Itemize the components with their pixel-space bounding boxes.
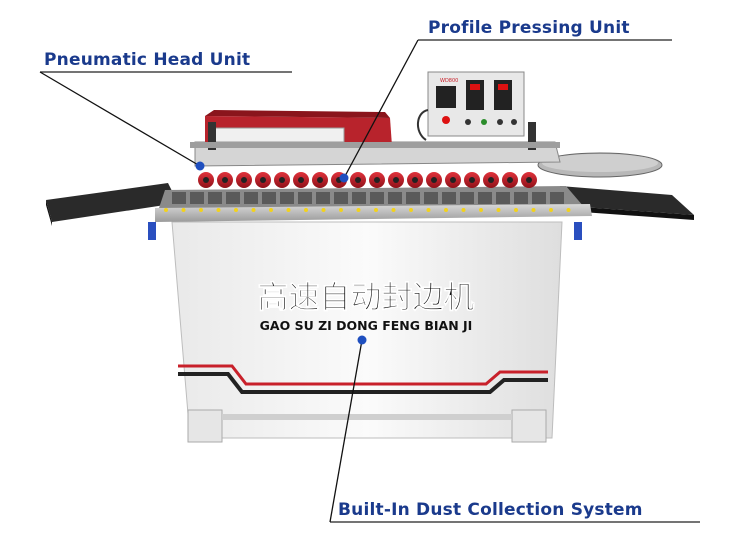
- rail-marker: [216, 208, 221, 212]
- rail-marker: [409, 208, 413, 212]
- pressing-roller: [407, 172, 423, 188]
- conveyor-plate: [244, 192, 258, 204]
- rail-marker: [269, 208, 273, 212]
- conveyor-plate: [496, 192, 510, 204]
- conveyor-plate: [208, 192, 222, 204]
- conveyor-plate: [424, 192, 438, 204]
- pressing-roller: [293, 172, 309, 188]
- conveyor-plate: [226, 192, 240, 204]
- rail-yellow-markers: [164, 208, 571, 212]
- pressing-roller: [445, 172, 461, 188]
- panel-knob-red: [442, 116, 450, 124]
- rail-marker: [356, 208, 361, 212]
- right-bracket: [574, 222, 582, 240]
- rail-marker: [444, 208, 448, 212]
- pressing-roller: [198, 172, 214, 188]
- pressing-roller: [483, 172, 499, 188]
- pressing-roller: [502, 172, 518, 188]
- conveyor-plate: [298, 192, 312, 204]
- conveyor-plate: [442, 192, 456, 204]
- pressing-roller: [255, 172, 271, 188]
- pressing-roller: [521, 172, 537, 188]
- left-bracket: [148, 222, 156, 240]
- rail-marker: [461, 208, 466, 212]
- pressing-roller: [369, 172, 385, 188]
- callout-dot-icon: [195, 161, 205, 171]
- panel-cable: [417, 109, 429, 141]
- conveyor-plate: [280, 192, 294, 204]
- rail-marker: [426, 208, 431, 212]
- left-side-table: [46, 183, 178, 222]
- conveyor-plate: [478, 192, 492, 204]
- rail-marker: [566, 208, 571, 212]
- pressing-roller: [312, 172, 328, 188]
- pressing-roller: [236, 172, 252, 188]
- conveyor-plates: [172, 192, 564, 204]
- rail-marker: [479, 208, 483, 212]
- conveyor-plate: [316, 192, 330, 204]
- dust-collection-label: Built-In Dust Collection System: [338, 500, 643, 520]
- dust-leader: [329, 339, 363, 523]
- pressing-roller: [350, 172, 366, 188]
- rail-marker: [496, 208, 501, 212]
- pressing-roller: [388, 172, 404, 188]
- right-post: [528, 122, 536, 150]
- conveyor-plate: [172, 192, 186, 204]
- left-post: [208, 122, 216, 150]
- pneumatic-leader: [39, 71, 201, 167]
- conveyor-plate: [334, 192, 348, 204]
- rail-marker: [234, 208, 238, 212]
- conveyor-plate: [532, 192, 546, 204]
- rail-marker: [391, 208, 396, 212]
- pressing-roller: [426, 172, 442, 188]
- rail-marker: [164, 208, 168, 212]
- body-stripe-black: [178, 372, 548, 394]
- conveyor-plate: [406, 192, 420, 204]
- conveyor-plate: [460, 192, 474, 204]
- machine-title-pinyin: GAO SU ZI DONG FENG BIAN JI: [260, 318, 473, 333]
- right-side-table: [560, 186, 694, 215]
- profile-leader: [343, 39, 419, 179]
- conveyor-plate: [550, 192, 564, 204]
- pressing-roller: [274, 172, 290, 188]
- conveyor-plate: [388, 192, 402, 204]
- conveyor-plate: [190, 192, 204, 204]
- conveyor-plate: [370, 192, 384, 204]
- rail-marker: [321, 208, 326, 212]
- rail-marker: [304, 208, 308, 212]
- rail-marker: [374, 208, 378, 212]
- rail-marker: [251, 208, 256, 212]
- pressing-roller: [217, 172, 233, 188]
- callout-dot-icon: [357, 335, 367, 345]
- pressing-rollers: [198, 172, 537, 188]
- rail-marker: [514, 208, 518, 212]
- panel-brand: WD800: [440, 78, 458, 84]
- conveyor-plate: [352, 192, 366, 204]
- pneumatic-head-label: Pneumatic Head Unit: [44, 50, 251, 70]
- body-stripe-red: [178, 364, 548, 386]
- callout-dot-icon: [339, 173, 349, 183]
- top-guard-rail: [190, 142, 560, 148]
- rail-marker: [339, 208, 343, 212]
- machine-title-cn: 高速自动封边机: [258, 280, 475, 316]
- rail-marker: [549, 208, 553, 212]
- profile-pressing-label: Profile Pressing Unit: [428, 18, 630, 38]
- right-foot: [511, 409, 547, 443]
- rail-marker: [286, 208, 291, 212]
- pressing-roller: [464, 172, 480, 188]
- rail-marker: [199, 208, 203, 212]
- rail-marker: [181, 208, 186, 212]
- conveyor-plate: [262, 192, 276, 204]
- rail-marker: [531, 208, 536, 212]
- conveyor-plate: [514, 192, 528, 204]
- left-foot: [187, 409, 223, 443]
